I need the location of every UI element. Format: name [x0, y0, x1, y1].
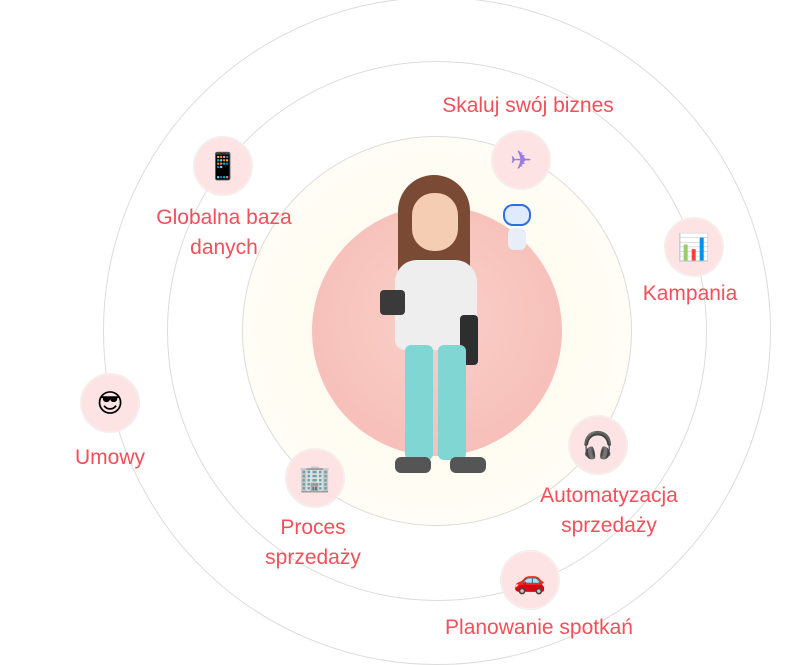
label-automatyzacja-sprzedazy[interactable]: Automatyzacja sprzedaży [540, 481, 678, 541]
label-skaluj-swoj-biznes[interactable]: Skaluj swój biznes [442, 94, 614, 117]
label-line: danych [190, 236, 258, 259]
label-umowy[interactable]: Umowy [74, 446, 146, 469]
orbit-inner [242, 136, 632, 526]
building-icon[interactable]: 🏢 [285, 448, 345, 508]
label-line: Proces [280, 516, 346, 539]
label-line: Automatyzacja [540, 484, 678, 507]
person-sunglasses-icon[interactable]: 😎 [80, 373, 140, 433]
robot-icon [500, 200, 534, 262]
orbit-middle [167, 61, 707, 601]
label-kampania[interactable]: Kampania [642, 282, 738, 305]
label-line: sprzedaży [265, 546, 361, 569]
phone-icon[interactable]: 📱 [193, 136, 253, 196]
headset-agent-icon[interactable]: 🎧 [568, 415, 628, 475]
airplane-icon[interactable]: ✈ [491, 130, 551, 190]
label-line: Globalna baza [156, 206, 292, 229]
label-globalna-baza-danych[interactable]: Globalna baza danych [156, 203, 291, 263]
tablet-icon[interactable]: 📊 [664, 217, 724, 277]
woman-character-illustration [370, 175, 500, 480]
label-planowanie-spotkan[interactable]: Planowanie spotkań [445, 616, 633, 639]
label-line: sprzedaży [561, 514, 657, 537]
label-proces-sprzedazy[interactable]: Proces sprzedaży [265, 513, 361, 573]
car-icon[interactable]: 🚗 [500, 550, 560, 610]
